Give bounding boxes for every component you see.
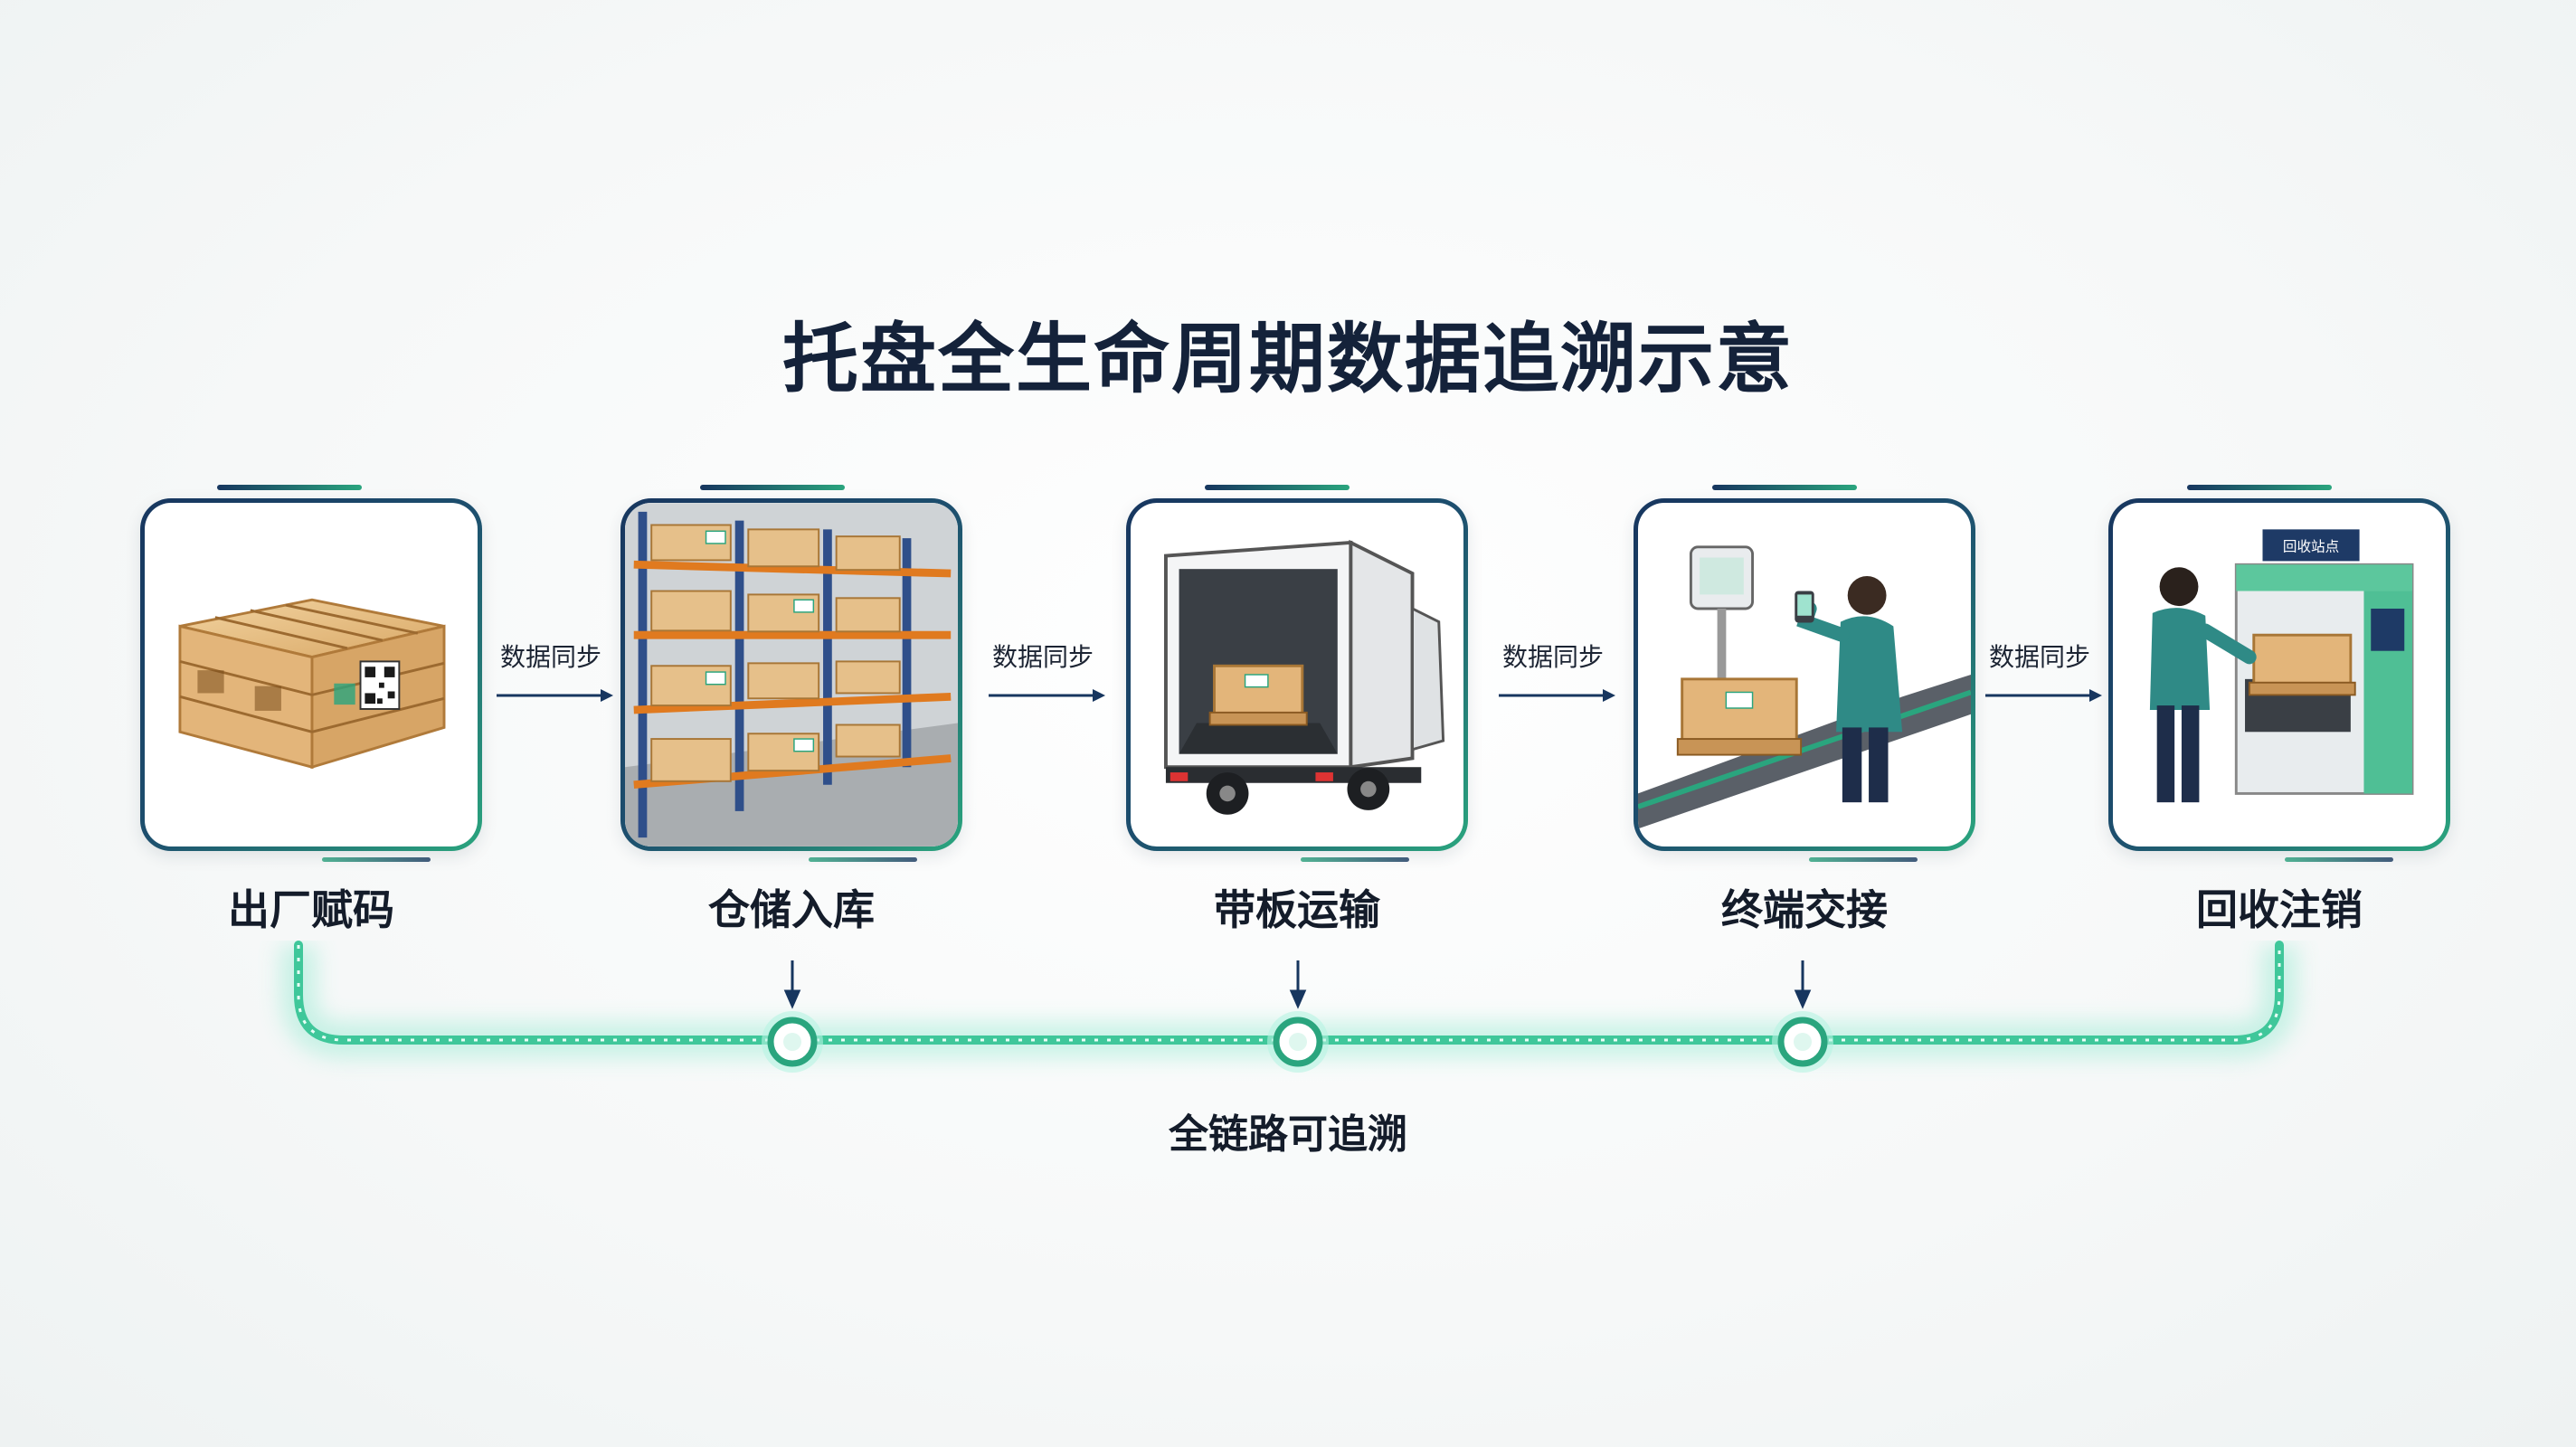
trace-node <box>762 1011 823 1073</box>
station-screen-text: 回收站点 <box>2283 539 2339 555</box>
data-sync-connector: 数据同步 <box>483 638 619 705</box>
card-accent <box>809 857 917 862</box>
recycle-station-icon: 回收站点 <box>2149 529 2414 803</box>
stage-label-recycling: 回收注销 <box>2196 885 2363 934</box>
stage-card-factory-coding <box>140 498 482 851</box>
card-accent <box>2187 485 2332 490</box>
pallet-qr-icon <box>178 598 446 770</box>
stage-card-handover <box>1634 498 1975 851</box>
diagram-title: 托盘全生命周期数据追溯示意 <box>781 315 1794 403</box>
stage-label-warehousing: 仓储入库 <box>708 885 875 934</box>
data-sync-label: 数据同步 <box>1988 642 2090 672</box>
traceability-label: 全链路可追溯 <box>1169 1111 1407 1158</box>
data-sync-connector: 数据同步 <box>1485 638 1621 705</box>
card-accent <box>217 485 362 490</box>
stage-label-handover: 终端交接 <box>1721 885 1888 934</box>
data-sync-connector: 数据同步 <box>1972 638 2107 705</box>
data-sync-connector: 数据同步 <box>975 638 1111 705</box>
stage-label-transport: 带板运输 <box>1214 885 1380 934</box>
data-sync-label: 数据同步 <box>499 642 601 672</box>
trace-node <box>1772 1011 1833 1073</box>
scan-handover-icon <box>1638 545 1971 829</box>
trace-node <box>1267 1011 1329 1073</box>
stage-card-recycling: 回收站点 <box>2108 498 2450 851</box>
arrow-right-icon <box>1985 689 2102 702</box>
warehouse-racks-icon <box>625 503 958 846</box>
card-accent <box>322 857 431 862</box>
card-accent <box>2285 857 2393 862</box>
data-sync-label: 数据同步 <box>991 642 1094 672</box>
arrow-right-icon <box>1499 689 1615 702</box>
arrow-right-icon <box>497 689 613 702</box>
card-accent <box>1712 485 1857 490</box>
stage-card-warehousing <box>620 498 962 851</box>
stage-card-transport <box>1126 498 1468 851</box>
card-accent <box>1301 857 1409 862</box>
traceability-flow-line <box>280 941 2297 1073</box>
card-accent <box>1205 485 1350 490</box>
arrow-right-icon <box>989 689 1105 702</box>
data-sync-label: 数据同步 <box>1501 642 1604 672</box>
stage-label-factory-coding: 出厂赋码 <box>228 885 394 934</box>
card-accent <box>700 485 845 490</box>
truck-icon <box>1163 539 1445 815</box>
card-accent <box>1809 857 1918 862</box>
